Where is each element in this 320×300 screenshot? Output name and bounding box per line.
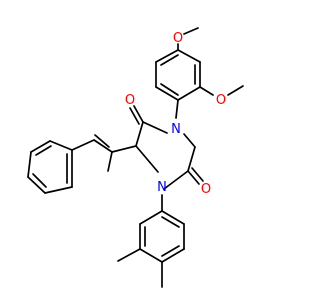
styryl-group — [71, 134, 137, 172]
structure-canvas: O O N N O O — [27, 27, 244, 288]
dimethyl-groups — [117, 248, 163, 288]
carbonyl-left — [129, 105, 144, 125]
piperazinedione-ring — [135, 121, 196, 190]
methoxy-top — [177, 27, 199, 51]
carbonyl-right — [187, 167, 204, 185]
atom-o-carbonyl-left: O — [125, 93, 135, 108]
dimethoxyphenyl-ring — [155, 49, 201, 101]
molecule-drawing: O O N N O O — [27, 27, 244, 288]
dimethylphenyl-ring — [139, 210, 185, 263]
bond-aryl-n-upper — [175, 99, 179, 119]
atom-o-methoxy-top: O — [173, 31, 183, 46]
atom-n-lower: N — [157, 180, 167, 195]
atom-n-upper: N — [171, 122, 181, 137]
atom-o-carbonyl-right: O — [201, 182, 211, 197]
atom-o-methoxy-right: O — [216, 93, 226, 108]
methoxy-right — [199, 85, 244, 96]
phenyl-ring — [27, 140, 73, 194]
